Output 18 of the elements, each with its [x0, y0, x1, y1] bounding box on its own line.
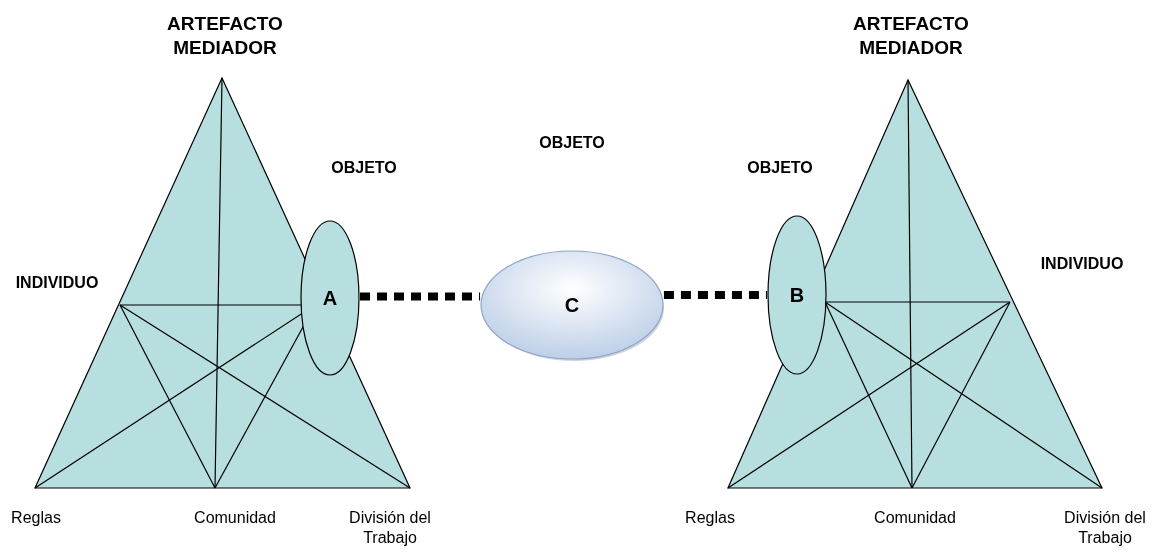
node-letter: A	[321, 286, 339, 310]
vertex-label: División del Trabajo	[1063, 508, 1147, 548]
heading-label: ARTEFACTO MEDIADOR	[852, 12, 970, 60]
dotted-connector	[360, 292, 481, 301]
heading-label: OBJETO	[330, 158, 398, 178]
heading-label: OBJETO	[746, 158, 814, 178]
node-letter: C	[563, 293, 581, 317]
heading-label: OBJETO	[538, 133, 606, 153]
node-letter: B	[788, 283, 806, 307]
vertex-label: Reglas	[684, 508, 736, 528]
vertex-label: Comunidad	[873, 508, 957, 528]
vertex-label: División del Trabajo	[348, 508, 432, 548]
vertex-label: INDIVIDUO	[14, 273, 100, 293]
vertex-label: INDIVIDUO	[1039, 254, 1125, 274]
heading-label: ARTEFACTO MEDIADOR	[166, 12, 284, 60]
vertex-label: Comunidad	[193, 508, 277, 528]
dotted-connector	[663, 291, 767, 299]
vertex-label: Reglas	[10, 508, 62, 528]
